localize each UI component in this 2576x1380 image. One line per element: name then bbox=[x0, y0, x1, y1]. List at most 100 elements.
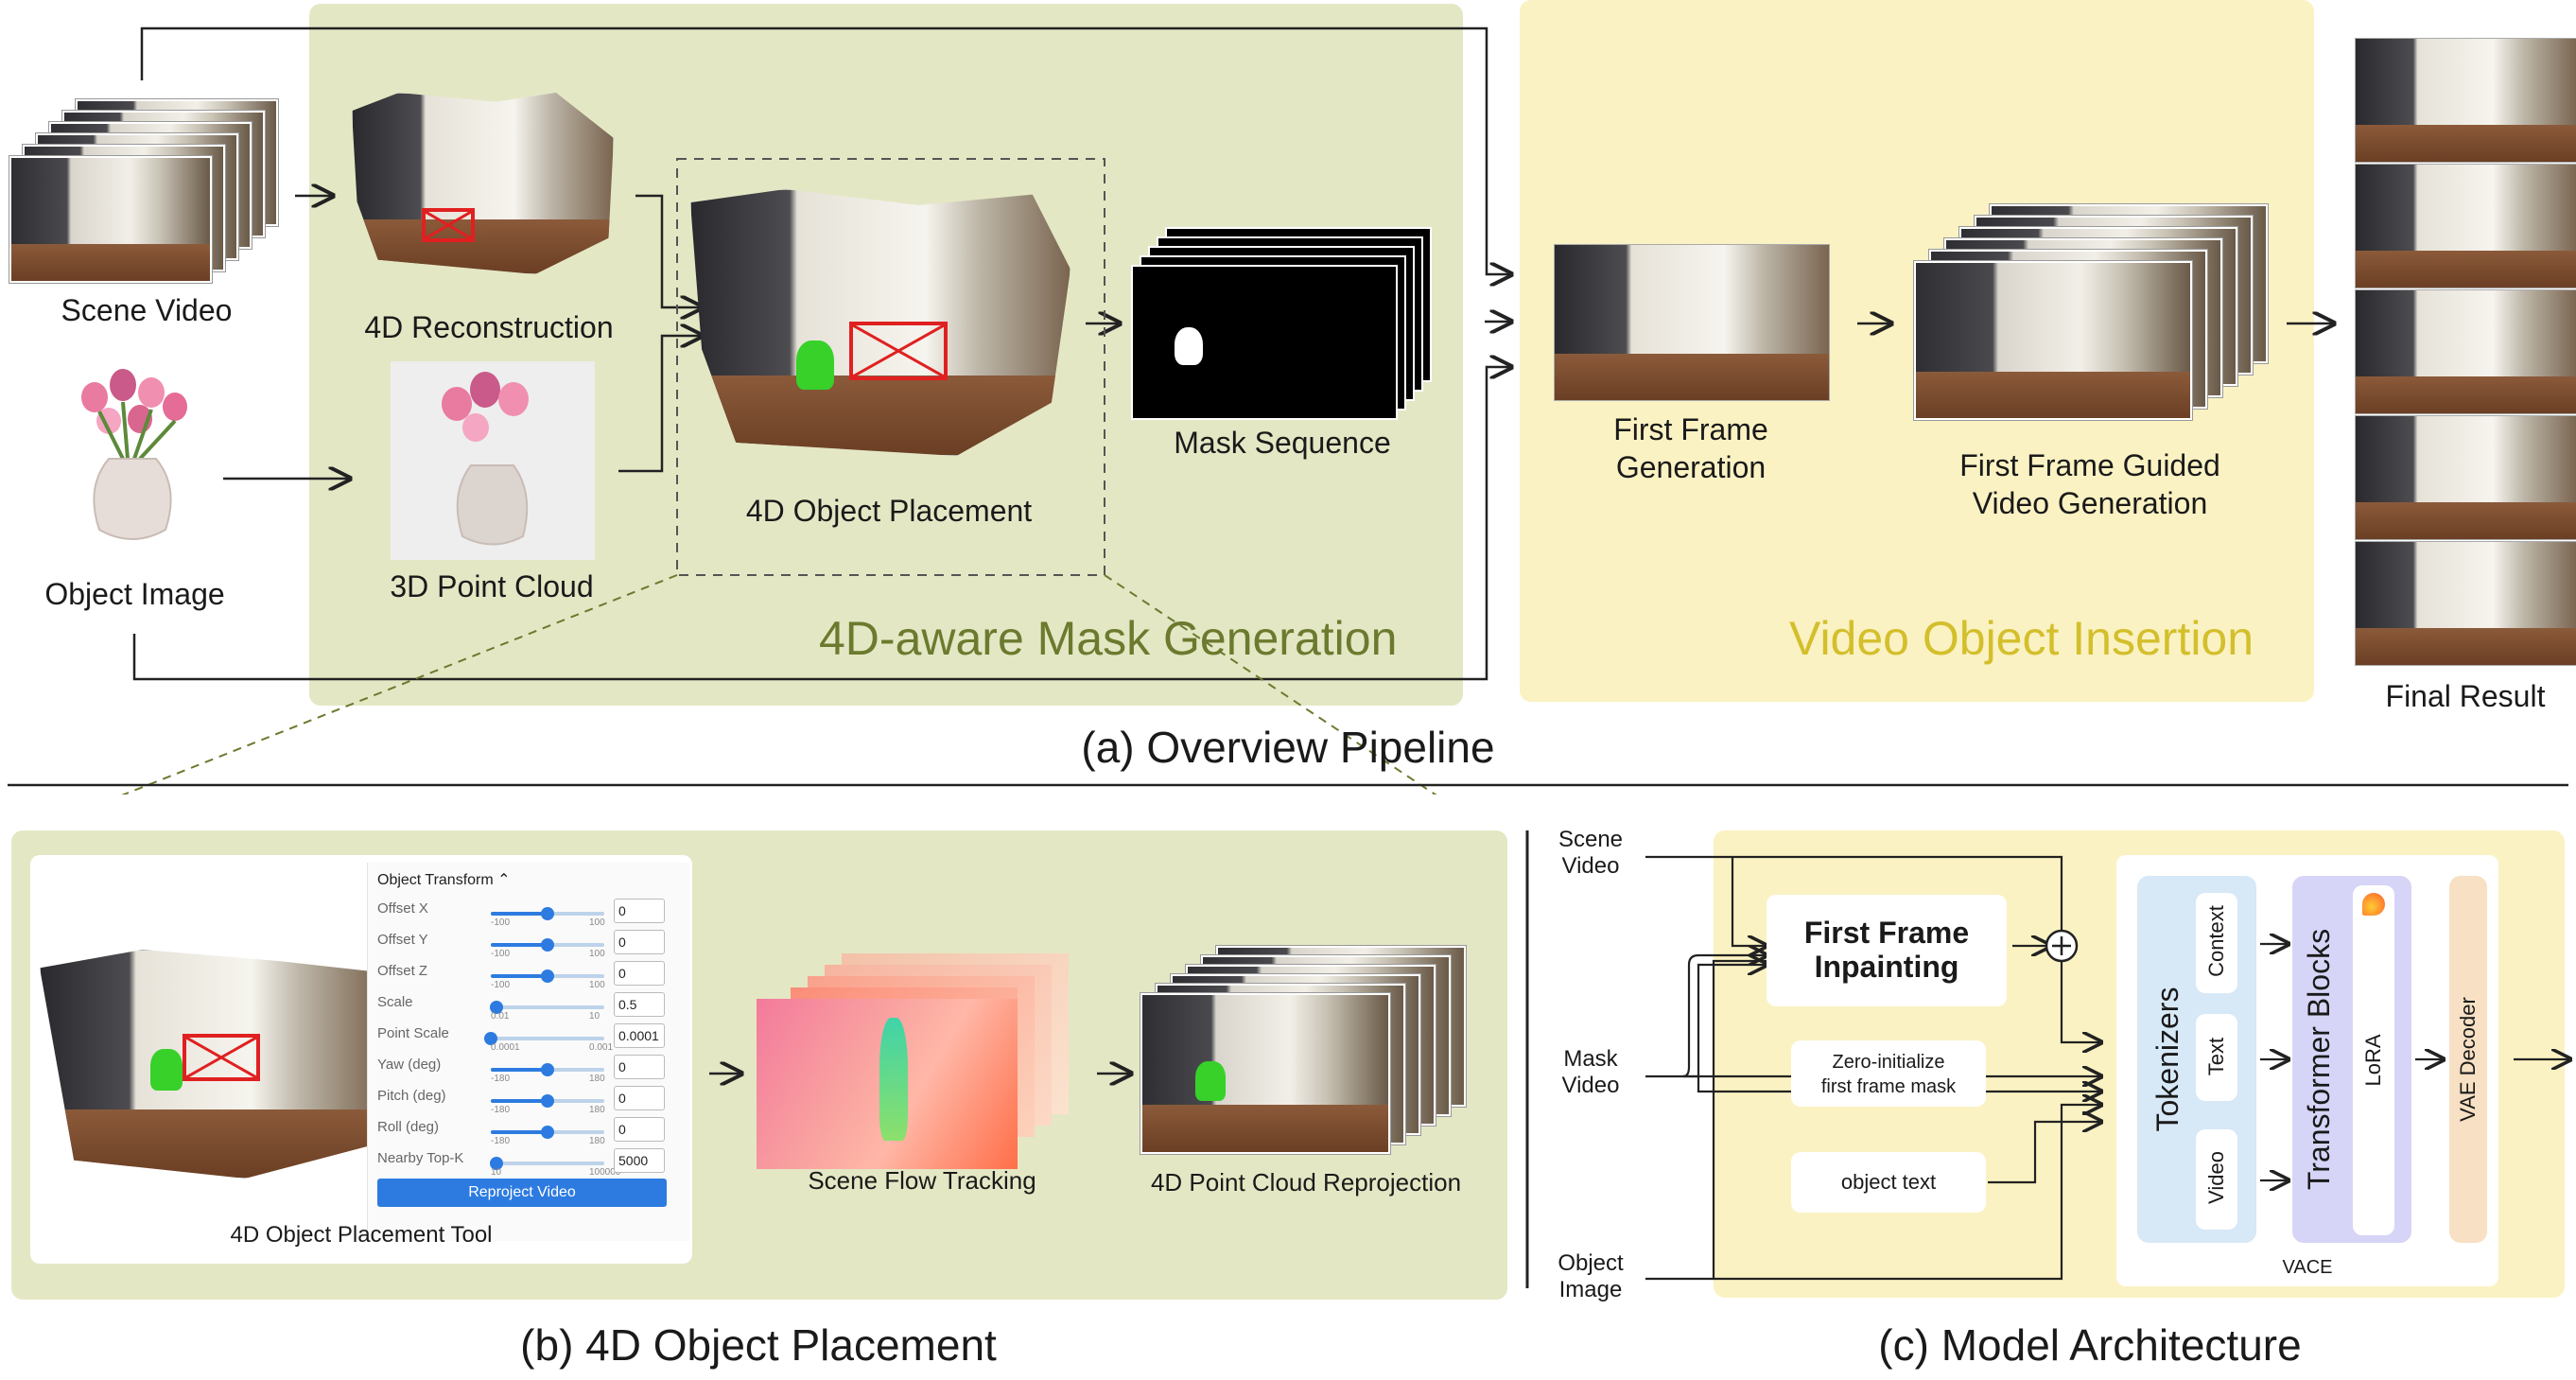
slider-track[interactable] bbox=[490, 1001, 604, 1014]
slider-min: 0.01 bbox=[491, 1011, 510, 1022]
slider-handle[interactable] bbox=[490, 1157, 503, 1170]
vae-decoder-label: VAE Decoder bbox=[2456, 997, 2480, 1122]
slider-track[interactable] bbox=[491, 969, 604, 983]
slider-max: 180 bbox=[589, 1136, 605, 1146]
vae-decoder-block bbox=[2449, 876, 2487, 1243]
object-image bbox=[57, 364, 208, 549]
slider-handle[interactable] bbox=[484, 1032, 497, 1045]
slider-value-input[interactable]: 0 bbox=[614, 930, 665, 954]
first-frame-image bbox=[1554, 244, 1830, 401]
reprojection-stack bbox=[1140, 946, 1471, 1163]
chevron-up-icon: ⌃ bbox=[497, 872, 511, 888]
transformer-label: Transformer Blocks bbox=[2302, 928, 2336, 1191]
scene-video-label: Scene Video bbox=[61, 293, 233, 327]
placement-arrows bbox=[709, 795, 1513, 1305]
slider-track[interactable] bbox=[491, 938, 604, 952]
mask-sequence-label: Mask Sequence bbox=[1174, 426, 1391, 460]
vace-label: VACE bbox=[2282, 1257, 2333, 1278]
architecture-divider bbox=[1525, 830, 1529, 1288]
slider-value-input[interactable]: 0 bbox=[614, 1117, 665, 1142]
token-video: Video bbox=[2196, 1129, 2237, 1230]
slider-handle[interactable] bbox=[541, 969, 554, 983]
slider-min: -100 bbox=[491, 980, 511, 990]
slider-value-input[interactable]: 0.5 bbox=[614, 992, 665, 1017]
point-cloud-label: 3D Point Cloud bbox=[390, 569, 594, 603]
slider-handle[interactable] bbox=[490, 1001, 503, 1014]
reproject-video-button[interactable]: Reproject Video bbox=[377, 1179, 667, 1207]
slider-value-input[interactable]: 0.0001 bbox=[614, 1023, 665, 1048]
slider-label: Pitch (deg) bbox=[377, 1088, 446, 1104]
placement-image bbox=[690, 189, 1070, 456]
flow-object-silhouette bbox=[879, 1018, 908, 1141]
slider-track[interactable] bbox=[491, 907, 604, 920]
slider-handle[interactable] bbox=[541, 938, 554, 952]
slider-handle[interactable] bbox=[541, 1063, 554, 1076]
slider-value-input[interactable]: 0 bbox=[614, 1055, 665, 1079]
slider-label: Roll (deg) bbox=[377, 1119, 440, 1135]
slider-label: Offset X bbox=[377, 900, 428, 917]
zero-init-node: Zero-initialize first frame mask bbox=[1791, 1040, 1986, 1107]
scene-video-stack bbox=[9, 99, 279, 283]
slider-label: Scale bbox=[377, 994, 413, 1010]
reconstruction-image bbox=[352, 76, 614, 274]
first-frame-label: First Frame Generation bbox=[1613, 412, 1768, 484]
slider-value-input[interactable]: 0 bbox=[614, 899, 665, 923]
guided-video-label: First Frame Guided Video Generation bbox=[1959, 448, 2220, 520]
slider-max: 100 bbox=[589, 980, 605, 990]
slider-track[interactable] bbox=[491, 1063, 604, 1076]
slider-row: Yaw (deg) -180 180 0 bbox=[377, 1055, 699, 1089]
slider-handle[interactable] bbox=[541, 1094, 554, 1108]
slider-max: 10 bbox=[589, 1011, 600, 1022]
slider-max: 100000 bbox=[589, 1167, 621, 1178]
architecture-connectors bbox=[1645, 855, 2576, 1281]
first-frame-inpainting-node: First Frame Inpainting bbox=[1767, 895, 2007, 1006]
pipeline-connectors bbox=[8, 26, 2568, 795]
slider-row: Roll (deg) -180 180 0 bbox=[377, 1117, 699, 1151]
slider-track[interactable] bbox=[490, 1157, 604, 1170]
object-mask-green bbox=[1195, 1061, 1226, 1101]
object-transform-header[interactable]: Object Transform ⌃ bbox=[377, 872, 511, 888]
slider-min: -100 bbox=[491, 917, 511, 928]
token-text: Text bbox=[2196, 1014, 2237, 1101]
slider-value-input[interactable]: 0 bbox=[614, 961, 665, 986]
slider-row: Scale 0.01 10 0.5 bbox=[377, 992, 699, 1026]
tokenizers-label: Tokenizers bbox=[2150, 987, 2184, 1132]
architecture-caption: (c) Model Architecture bbox=[1878, 1320, 2302, 1370]
slider-min: -180 bbox=[491, 1136, 511, 1146]
slider-track[interactable] bbox=[491, 1094, 604, 1108]
guided-video-stack bbox=[1914, 204, 2273, 441]
reconstruction-label: 4D Reconstruction bbox=[364, 310, 614, 344]
object-mask-white bbox=[1175, 327, 1203, 365]
slider-label: Yaw (deg) bbox=[377, 1057, 442, 1073]
overview-caption: (a) Overview Pipeline bbox=[1081, 723, 1495, 772]
slider-max: 0.001 bbox=[589, 1042, 614, 1053]
vase-flowers-icon bbox=[81, 369, 187, 540]
slider-label: Nearby Top-K bbox=[377, 1150, 464, 1166]
scene-flow-stack bbox=[757, 953, 1088, 1180]
reprojection-label: 4D Point Cloud Reprojection bbox=[1150, 1168, 1462, 1197]
placement-box bbox=[183, 1034, 260, 1081]
slider-track[interactable] bbox=[491, 1126, 604, 1139]
placement-box bbox=[849, 322, 948, 380]
scene-flow-label: Scene Flow Tracking bbox=[808, 1166, 1036, 1195]
final-result-frames bbox=[2355, 38, 2576, 667]
slider-handle[interactable] bbox=[541, 1126, 554, 1139]
slider-value-input[interactable]: 0 bbox=[614, 1086, 665, 1110]
mask-generation-title: 4D-aware Mask Generation bbox=[819, 612, 1398, 665]
slider-handle[interactable] bbox=[541, 907, 554, 920]
slider-min: -180 bbox=[491, 1074, 511, 1084]
slider-label: Point Scale bbox=[377, 1025, 449, 1041]
slider-track[interactable] bbox=[484, 1032, 604, 1045]
video-insertion-title: Video Object Insertion bbox=[1789, 612, 2254, 665]
lora-node: LoRA bbox=[2353, 885, 2394, 1235]
slider-value-input[interactable]: 5000 bbox=[614, 1148, 665, 1173]
point-cloud-image bbox=[391, 361, 595, 560]
slider-max: 180 bbox=[589, 1074, 605, 1084]
slider-min: 0.0001 bbox=[491, 1042, 520, 1053]
